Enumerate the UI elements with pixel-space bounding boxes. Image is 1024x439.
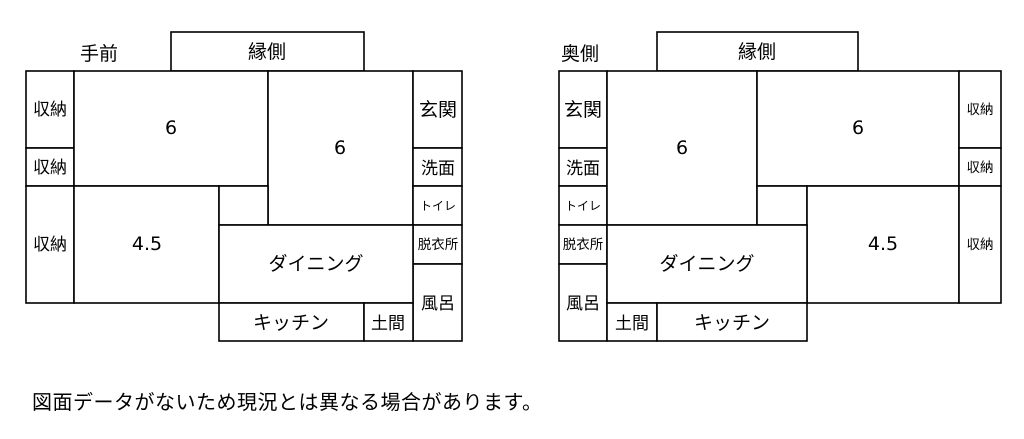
- back-room-6-right: 6: [756, 70, 960, 187]
- svg-text:トイレ: トイレ: [420, 199, 456, 213]
- front-storage-1: 収納: [25, 70, 75, 149]
- front-engawa: 縁側: [170, 31, 365, 72]
- svg-text:キッチン: キッチン: [694, 312, 770, 334]
- svg-text:脱衣所: 脱衣所: [563, 237, 604, 253]
- back-doma: 土間: [606, 302, 658, 342]
- front-entrance: 玄関: [412, 70, 463, 149]
- front-plan-title: 手前: [80, 43, 118, 65]
- back-room-6-left: 6: [606, 70, 758, 226]
- svg-text:土間: 土間: [371, 314, 405, 334]
- back-bath: 風呂: [558, 263, 608, 342]
- svg-text:風呂: 風呂: [566, 294, 600, 314]
- front-kitchen: キッチン: [218, 302, 365, 342]
- back-dining: ダイニング: [606, 224, 808, 304]
- svg-text:ダイニング: ダイニング: [659, 253, 754, 275]
- svg-text:収納: 収納: [967, 102, 994, 118]
- front-bath: 風呂: [412, 263, 463, 342]
- svg-text:トイレ: トイレ: [565, 199, 601, 213]
- front-storage-2: 収納: [25, 147, 75, 187]
- back-engawa: 縁側: [656, 31, 859, 72]
- svg-text:収納: 収納: [967, 237, 994, 253]
- front-dining: ダイニング: [218, 224, 414, 304]
- disclaimer-note: 図面データがないため現況とは異なる場合があります。: [32, 390, 543, 414]
- svg-text:縁側: 縁側: [738, 41, 776, 63]
- svg-text:収納: 収納: [33, 158, 67, 178]
- front-room-4-5: 4.5: [73, 185, 220, 304]
- front-room-6-right: 6: [267, 70, 414, 226]
- svg-text:6: 6: [852, 117, 864, 139]
- svg-text:収納: 収納: [33, 100, 67, 120]
- back-floor-plan: 奥側 縁側 玄関 洗面 トイレ 脱衣所 風呂 6: [558, 31, 1002, 342]
- svg-text:収納: 収納: [967, 160, 994, 176]
- svg-text:土間: 土間: [615, 314, 649, 334]
- back-room-4-5: 4.5: [806, 185, 960, 304]
- svg-text:風呂: 風呂: [421, 294, 455, 314]
- back-washroom: 洗面: [558, 147, 608, 187]
- front-room-6-left: 6: [73, 70, 269, 187]
- svg-text:4.5: 4.5: [868, 233, 898, 255]
- front-toilet: トイレ: [412, 185, 463, 226]
- front-dressing-room: 脱衣所: [412, 224, 463, 265]
- back-toilet: トイレ: [558, 185, 608, 226]
- svg-text:4.5: 4.5: [132, 233, 162, 255]
- back-storage-2: 収納: [958, 147, 1002, 187]
- front-floor-plan: 手前 縁側 収納 収納 収納 6 6 4.5: [25, 31, 463, 342]
- back-dressing-room: 脱衣所: [558, 224, 608, 265]
- back-hall: [756, 185, 808, 226]
- svg-text:キッチン: キッチン: [253, 312, 329, 334]
- back-plan-title: 奥側: [561, 43, 599, 65]
- svg-text:玄関: 玄関: [419, 99, 457, 121]
- svg-text:6: 6: [676, 137, 688, 159]
- svg-text:縁側: 縁側: [248, 41, 286, 63]
- front-hall: [218, 185, 269, 226]
- front-washroom: 洗面: [412, 147, 463, 187]
- svg-text:玄関: 玄関: [564, 99, 602, 121]
- front-storage-3: 収納: [25, 185, 75, 304]
- svg-text:洗面: 洗面: [566, 159, 600, 179]
- back-storage-3: 収納: [958, 185, 1002, 304]
- back-storage-1: 収納: [958, 70, 1002, 149]
- svg-text:6: 6: [165, 117, 177, 139]
- front-doma: 土間: [363, 302, 414, 342]
- svg-text:ダイニング: ダイニング: [268, 253, 363, 275]
- svg-text:洗面: 洗面: [421, 159, 455, 179]
- svg-text:脱衣所: 脱衣所: [418, 237, 459, 253]
- back-entrance: 玄関: [558, 70, 608, 149]
- back-kitchen: キッチン: [656, 302, 808, 342]
- svg-text:6: 6: [334, 137, 346, 159]
- svg-text:収納: 収納: [33, 235, 67, 255]
